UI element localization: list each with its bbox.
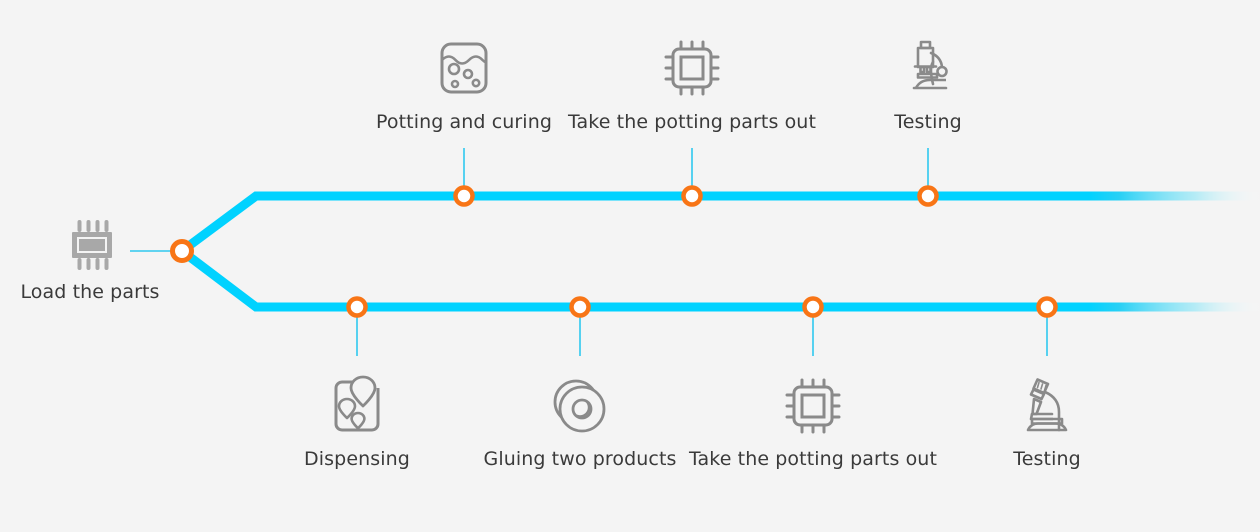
node-marker-gluing-two-products[interactable] bbox=[569, 296, 591, 318]
node-marker-potting-and-curing[interactable] bbox=[453, 185, 475, 207]
chip-outline-icon bbox=[660, 36, 724, 100]
node-label-testing-top: Testing bbox=[894, 111, 962, 133]
node-label-potting-and-curing: Potting and curing bbox=[376, 111, 552, 133]
node-marker-testing-bottom[interactable] bbox=[1036, 296, 1058, 318]
node-marker-dispensing[interactable] bbox=[346, 296, 368, 318]
microscope-icon bbox=[896, 36, 960, 100]
top-branch-fade-tail bbox=[1088, 191, 1260, 201]
node-marker-take-the-potting-parts-out-bottom[interactable] bbox=[802, 296, 824, 318]
node-label-take-the-potting-parts-out-top: Take the potting parts out bbox=[567, 111, 817, 133]
bottom-branch-line bbox=[179, 247, 1090, 312]
chip-outline-icon-bottom bbox=[781, 374, 845, 438]
node-marker-take-the-potting-parts-out-top[interactable] bbox=[681, 185, 703, 207]
node-label-take-the-potting-parts-out-bottom: Take the potting parts out bbox=[688, 448, 938, 470]
microscope-angled-icon bbox=[1015, 374, 1079, 438]
top-branch-line bbox=[179, 191, 1090, 255]
node-marker-testing-top[interactable] bbox=[917, 185, 939, 207]
node-marker-split[interactable] bbox=[170, 239, 194, 263]
node-label-dispensing: Dispensing bbox=[304, 448, 410, 470]
chip-filled-icon bbox=[60, 212, 124, 276]
bottom-branch-fade-tail bbox=[1088, 302, 1260, 312]
potting-container-icon bbox=[432, 36, 496, 100]
gluing-circles-icon bbox=[548, 374, 612, 438]
dispensing-droplets-icon bbox=[325, 374, 389, 438]
node-label-load-the-parts: Load the parts bbox=[20, 281, 160, 303]
node-label-testing-bottom: Testing bbox=[1013, 448, 1081, 470]
node-label-gluing-two-products: Gluing two products bbox=[483, 448, 677, 470]
